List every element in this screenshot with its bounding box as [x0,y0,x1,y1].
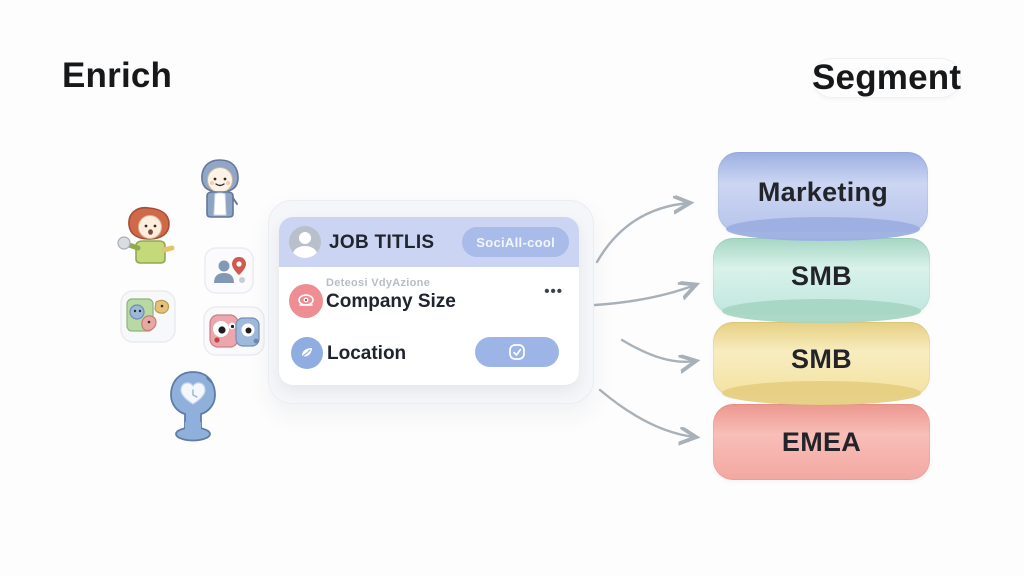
person-avatar-icon [289,226,321,258]
segment-label: Marketing [757,176,889,207]
red-hair-kid-illustration [117,206,175,264]
critter-collage-card-illustration [120,290,176,343]
location-action-button[interactable] [475,337,559,367]
arrow-to-smb-2 [620,338,695,362]
arrow-to-emea [598,388,695,437]
header-badge-button[interactable]: SociAll-cool [462,227,569,257]
row-menu-dots-button[interactable]: ••• [544,283,563,300]
segment-heading: Segment [812,58,962,97]
card-header: JOB TITLIS SociAll-cool [279,217,579,267]
segment-smb-1[interactable]: SMB [713,238,930,323]
enrichment-card: JOB TITLIS SociAll-cool Deteosi VdyAzion… [268,200,594,404]
arrow-to-smb-1 [593,285,695,307]
segment-label: SMB [791,260,852,291]
enrichment-card-inner: JOB TITLIS SociAll-cool Deteosi VdyAzion… [279,217,579,385]
big-eyes-faces-card-illustration [203,306,265,356]
arrow-to-marketing [595,203,689,264]
segment-label: SMB [791,343,852,374]
segment-marketing[interactable]: Marketing [718,152,928,241]
map-check-icon [509,344,525,360]
flow-arrows [593,180,715,465]
company-size-subtitle: Deteosi VdyAzione [326,277,431,289]
person-location-pin-card-illustration [204,247,254,294]
enrich-heading: Enrich [62,56,173,95]
segment-stack: Marketing SMB SMB EMEA [713,152,930,484]
blue-hood-kid-illustration [201,159,239,218]
location-label: Location [327,343,407,364]
job-title-label: JOB TITLIS [329,232,435,253]
company-size-label: Company Size [326,291,456,312]
segment-emea[interactable]: EMEA [713,404,930,480]
leaf-circle-icon [291,337,323,369]
eye-circle-icon [289,284,323,318]
segment-smb-2[interactable]: SMB [713,322,930,405]
segment-label: EMEA [781,426,862,457]
heart-clock-figure-illustration [170,371,216,442]
